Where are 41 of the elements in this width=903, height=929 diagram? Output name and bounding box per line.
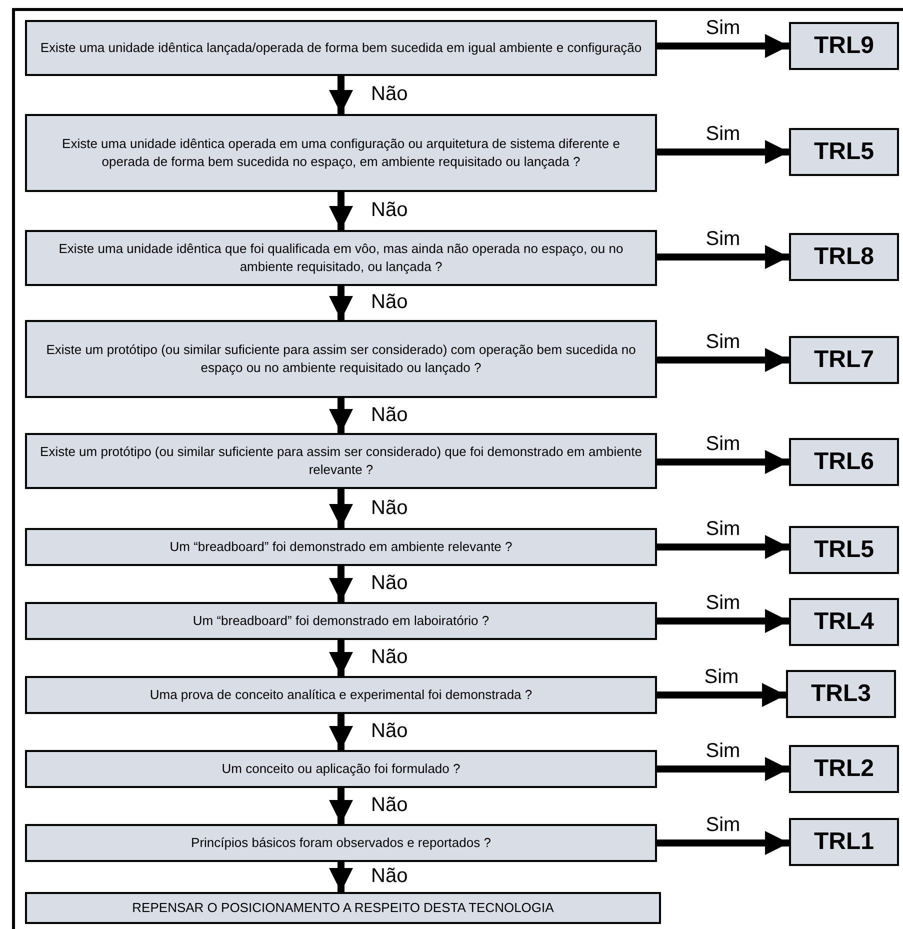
result-box: TRL1: [789, 818, 899, 866]
arrow: [329, 714, 353, 750]
result-box: TRL9: [789, 22, 899, 70]
question-box: Existe um protótipo (ou similar suficiente para assim ser considerado) com operação bem sucedida no espaço ou no ambiente requisitado ou lançado ?: [25, 320, 657, 398]
result-box: TRL3: [786, 670, 896, 718]
question-box: Existe um protótipo (ou similar suficiente para assim ser considerado) que foi demonstrado em ambiente relevante ?: [25, 433, 657, 489]
result-box: TRL6: [789, 438, 899, 486]
arrow: [329, 640, 353, 676]
result-box: TRL5: [789, 128, 899, 176]
question-box: Um “breadboard” foi demonstrado em laboiratório ?: [25, 602, 657, 640]
arrow: [329, 192, 353, 230]
arrow: [329, 489, 353, 528]
arrow: [657, 34, 789, 58]
question-box: Existe uma unidade idêntica que foi qualificada em vôo, mas ainda não operada no espaço, ou no ambiente requisitado, ou lançada ?: [25, 230, 657, 286]
arrow: [329, 286, 353, 320]
result-box: TRL7: [789, 336, 899, 384]
arrow: [657, 348, 789, 372]
result-box: TRL2: [789, 745, 899, 793]
arrow: [657, 757, 789, 781]
question-box: Existe uma unidade idêntica operada em uma configuração ou arquitetura de sistema diferente e operada de forma bem sucedida no espaço, em ambiente requisitado ou lançada ?: [25, 114, 657, 192]
question-box: Uma prova de conceito analítica e experimental foi demonstrada ?: [25, 676, 657, 714]
arrow: [657, 831, 789, 855]
question-box: Um “breadboard” foi demonstrado em ambiente relevante ?: [25, 528, 657, 566]
arrow: [657, 609, 789, 633]
arrow: [329, 76, 353, 114]
arrow: [329, 398, 353, 433]
arrow: [657, 140, 789, 164]
arrow: [657, 683, 786, 707]
question-box: REPENSAR O POSICIONAMENTO A RESPEITO DESTA TECNOLOGIA: [25, 892, 661, 924]
question-box: Existe uma unidade idêntica lançada/operada de forma bem sucedida em igual ambiente e configuração: [25, 20, 657, 76]
arrow: [329, 788, 353, 824]
arrow: [657, 245, 789, 269]
question-box: Princípios básicos foram observados e reportados ?: [25, 824, 657, 862]
arrow: [329, 862, 353, 892]
question-box: Um conceito ou aplicação foi formulado ?: [25, 750, 657, 788]
arrow: [657, 535, 789, 559]
arrow: [657, 450, 789, 474]
result-box: TRL8: [789, 233, 899, 281]
result-box: TRL5: [789, 526, 899, 574]
result-box: TRL4: [789, 598, 899, 646]
arrow: [329, 566, 353, 602]
